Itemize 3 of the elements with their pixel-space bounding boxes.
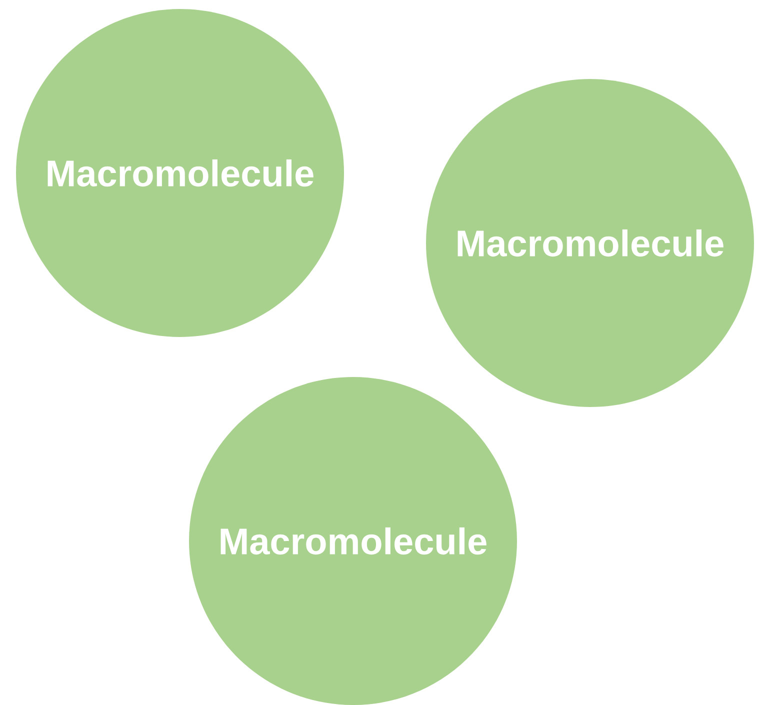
circle-node: Macromolecule xyxy=(426,79,754,407)
circle-node: Macromolecule xyxy=(189,377,517,705)
circle-node: Macromolecule xyxy=(16,9,344,337)
